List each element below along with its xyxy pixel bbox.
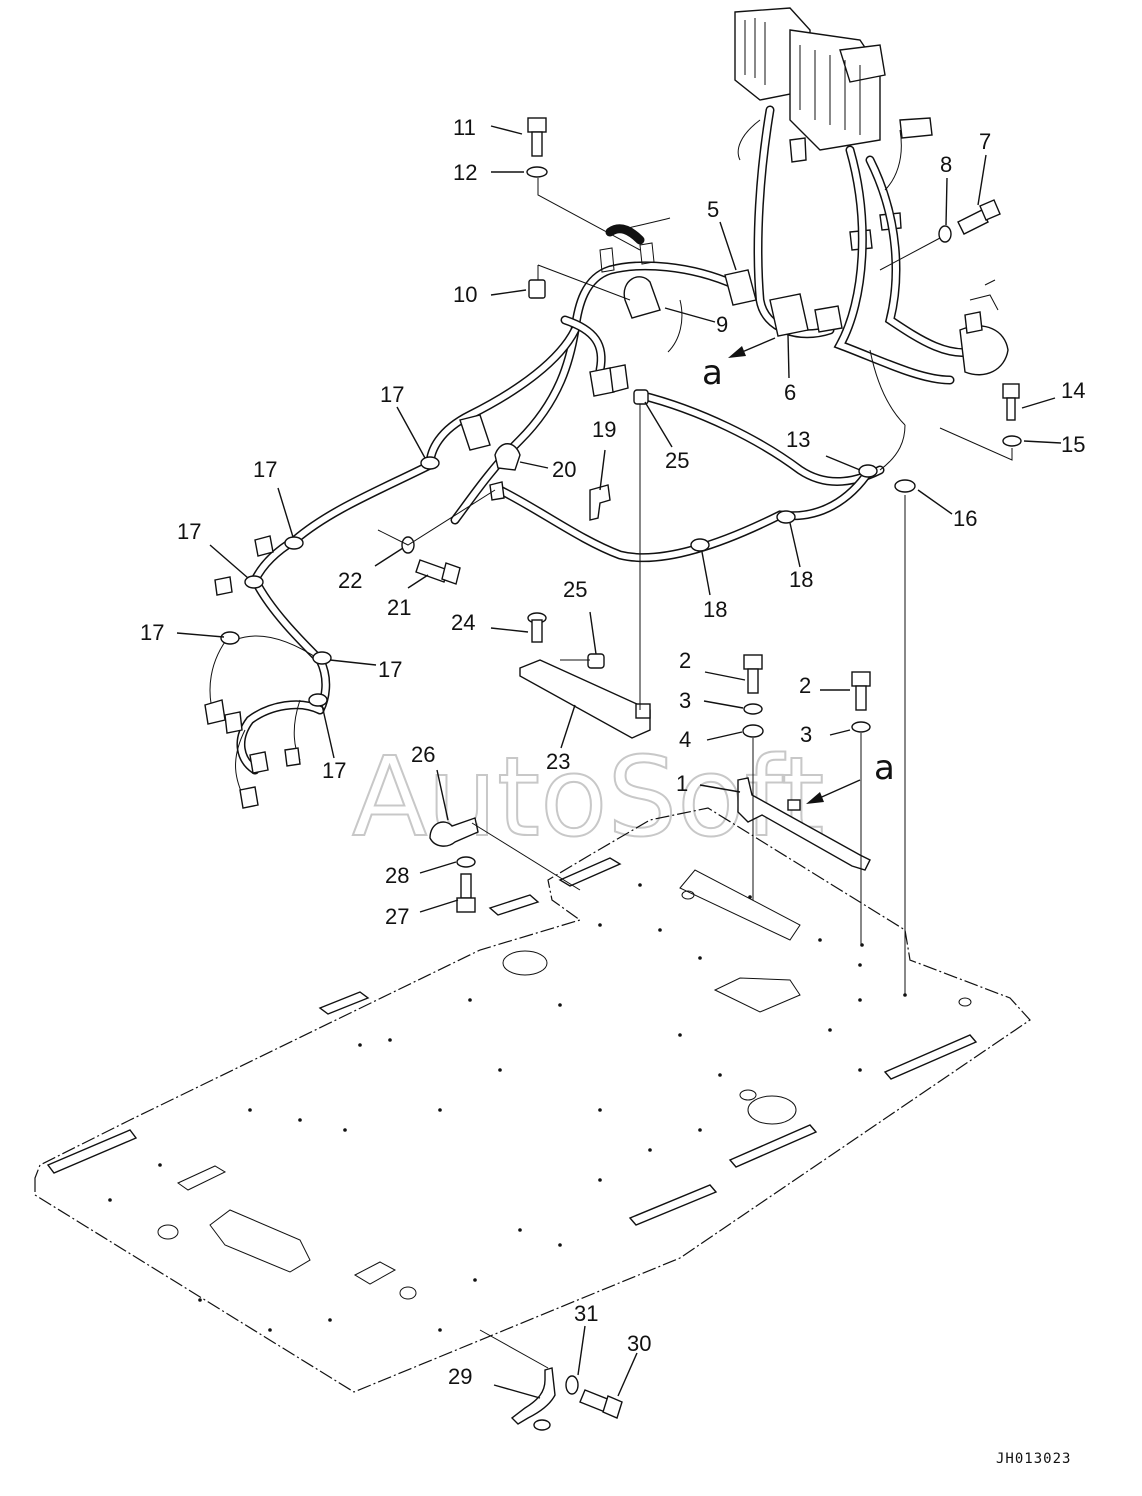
washer-31 [565,1375,579,1395]
washer-4 [742,724,764,738]
callout-2-right: 2 [799,673,811,698]
callout-25-upper: 25 [665,448,689,473]
callout-2-left: 2 [679,648,691,673]
leader-lines [176,125,1062,1399]
clip-25-upper [633,389,649,405]
callout-4: 4 [679,727,691,752]
bolt-2-left [743,654,763,694]
view-letter-a-upper: a [702,353,723,393]
callout-7: 7 [979,129,991,154]
callout-29: 29 [448,1364,472,1389]
bracket-26 [429,817,479,847]
washer-16 [894,479,916,493]
callout-28: 28 [385,863,409,888]
clamp-20 [494,443,521,471]
drawing-id: JH013023 [996,1451,1071,1467]
callout-8: 8 [940,152,952,177]
callout-14: 14 [1061,378,1085,403]
bolt-2-right [851,671,871,711]
bolt-14 [1002,383,1020,421]
callout-17-b: 17 [253,457,277,482]
callout-22: 22 [338,568,362,593]
washer-15 [1002,435,1022,447]
callout-30: 30 [627,1331,651,1356]
washer-28 [456,856,476,868]
bolt-21 [415,559,461,585]
wire-harness [204,7,1009,809]
harness-clamp-9 [623,276,661,319]
washer-12 [526,166,548,178]
callout-16: 16 [953,506,977,531]
bolt-24 [527,612,547,643]
callout-26: 26 [411,742,435,767]
callout-17-e: 17 [378,657,402,682]
callout-17-d: 17 [140,620,164,645]
callout-23: 23 [546,749,570,774]
callout-21: 21 [387,595,411,620]
callout-9: 9 [716,312,728,337]
ground-strap-29 [510,1367,556,1425]
callout-17-a: 17 [380,382,404,407]
washer-3-right [851,721,871,733]
bracket-1 [737,777,871,871]
callout-10: 10 [453,282,477,307]
callout-6: 6 [784,380,796,405]
callout-13: 13 [786,427,810,452]
callout-20: 20 [552,457,576,482]
callout-15: 15 [1061,432,1085,457]
cover-plate-23 [519,659,651,739]
grommet-tube-6 [769,293,809,337]
bolt-30 [579,1389,623,1419]
bolt-11 [527,117,547,157]
callout-1: 1 [676,771,688,796]
callout-11: 11 [453,115,476,140]
callout-numbers: 11 12 10 9 5 6 8 7 14 15 16 13 17 17 17 … [140,115,1085,1389]
callout-5: 5 [707,197,719,222]
callout-12: 12 [453,160,477,185]
floor-plate [34,807,1031,1393]
callout-18-b: 18 [789,567,813,592]
bolt-7 [957,199,1001,235]
callout-25-lower: 25 [563,577,587,602]
grommet-tube-5 [724,269,757,306]
callout-17-f: 17 [322,758,346,783]
clip-25-lower [587,653,605,669]
callout-3-right: 3 [800,722,812,747]
callout-19: 19 [592,417,616,442]
bracket-19 [589,484,611,521]
callout-31: 31 [574,1301,598,1326]
harness-clamps [220,456,878,707]
bolt-27 [456,873,476,913]
washer-3-left [743,703,763,715]
callout-24: 24 [451,610,475,635]
callout-17-c: 17 [177,519,201,544]
view-letter-a-lower: a [874,748,895,788]
washer-8 [938,225,952,243]
callout-27: 27 [385,904,409,929]
spacer-10 [528,279,546,299]
callout-3-left: 3 [679,688,691,713]
callout-18-a: 18 [703,597,727,622]
